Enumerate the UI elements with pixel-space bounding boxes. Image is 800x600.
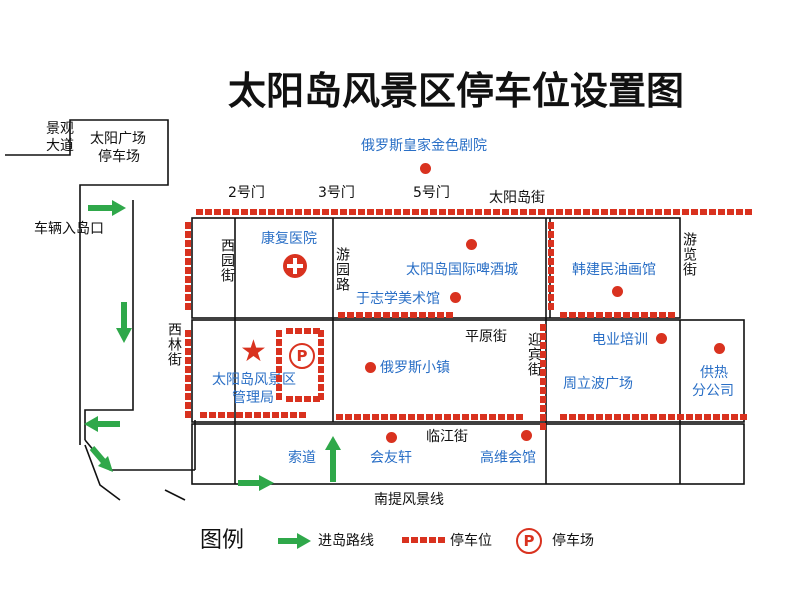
parking-slots-row-lower-a xyxy=(200,412,306,418)
parking-slots-yingbin-b xyxy=(540,324,546,430)
legend-title: 图例 xyxy=(200,528,245,553)
upper-block xyxy=(191,217,681,319)
legend-slot-swatch xyxy=(402,537,445,543)
parking-slots-east-upper xyxy=(560,312,675,318)
parking-slots-lot-bottom xyxy=(286,396,320,402)
lower-block xyxy=(191,423,745,485)
street-yingbin: 迎宾街 xyxy=(526,332,542,377)
parking-slots-row-lower-c xyxy=(560,414,747,420)
place-gaowei: 高维会馆 xyxy=(480,450,536,466)
label-dadao: 大道 xyxy=(46,138,74,154)
poi-marker-russian-town xyxy=(365,362,376,373)
label-jingguan: 景观 xyxy=(46,121,74,137)
poi-marker-gaowei xyxy=(521,430,532,441)
place-zhoulibo: 周立波广场 xyxy=(563,376,633,392)
place-russian-town: 俄罗斯小镇 xyxy=(380,360,450,376)
map-title: 太阳岛风景区停车位设置图 xyxy=(228,68,685,113)
poi-marker-yuzhixue xyxy=(450,292,461,303)
place-heating-line1: 供热 xyxy=(700,365,728,381)
parking-slots-yingbin-a xyxy=(548,222,554,310)
poi-marker-heating xyxy=(714,343,725,354)
label-plaza-line2: 停车场 xyxy=(98,149,140,165)
poi-marker-opera xyxy=(420,163,431,174)
hospital-cross-icon xyxy=(283,254,307,278)
gate-3: 3号门 xyxy=(318,185,355,201)
route-arrows xyxy=(84,200,341,549)
street-linjiang: 临江街 xyxy=(426,429,468,445)
street-youlan: 游览街 xyxy=(681,232,697,277)
poi-marker-huiyou xyxy=(386,432,397,443)
legend-lot-label: 停车场 xyxy=(552,533,594,549)
legend-slot-label: 停车位 xyxy=(450,533,492,549)
place-heating-line2: 分公司 xyxy=(692,383,734,399)
place-hanjianmin: 韩建民油画馆 xyxy=(572,262,656,278)
admin-star-icon: ★ xyxy=(240,334,267,369)
label-entry: 车辆入岛口 xyxy=(34,221,104,237)
parking-slots-west-upper xyxy=(185,222,191,310)
place-opera: 俄罗斯皇家金色剧院 xyxy=(361,138,487,154)
place-admin-line2: 管理局 xyxy=(232,390,274,406)
poi-marker-beer xyxy=(466,239,477,250)
street-xilin: 西林街 xyxy=(166,322,182,367)
place-beer: 太阳岛国际啤酒城 xyxy=(406,262,518,278)
place-hospital: 康复医院 xyxy=(261,231,317,247)
gate-2: 2号门 xyxy=(228,185,265,201)
parking-slots-lot-top xyxy=(286,328,320,334)
street-xiyuan: 西园街 xyxy=(219,238,235,283)
place-huiyou: 会友轩 xyxy=(370,450,412,466)
street-nandi: 南提风景线 xyxy=(374,492,444,508)
plaza-outline xyxy=(5,119,169,200)
place-dianye: 电业培训 xyxy=(592,332,648,348)
place-cableway: 索道 xyxy=(288,450,316,466)
middle-block xyxy=(191,319,745,423)
parking-slots-row-lower-b xyxy=(336,414,523,420)
poi-marker-hanjianmin xyxy=(612,286,623,297)
street-taiyangdao: 太阳岛街 xyxy=(489,190,545,206)
gate-5: 5号门 xyxy=(413,185,450,201)
parking-slots-lot-right xyxy=(318,330,324,400)
parking-slots-pingyuan-row xyxy=(338,312,453,318)
legend-route-label: 进岛路线 xyxy=(318,533,374,549)
place-admin-line1: 太阳岛风景区 xyxy=(212,372,296,388)
legend-lot-icon: P xyxy=(516,528,542,554)
parking-lot-icon: P xyxy=(289,343,315,369)
parking-slots-west-lower xyxy=(185,330,191,418)
street-youyuan: 游园路 xyxy=(334,247,350,292)
poi-marker-dianye xyxy=(656,333,667,344)
street-pingyuan: 平原街 xyxy=(465,329,507,345)
place-yuzhixue: 于志学美术馆 xyxy=(356,291,440,307)
label-plaza-line1: 太阳广场 xyxy=(90,131,146,147)
parking-slots-top-row xyxy=(196,209,752,215)
parking-slots-lot-left xyxy=(276,330,282,400)
